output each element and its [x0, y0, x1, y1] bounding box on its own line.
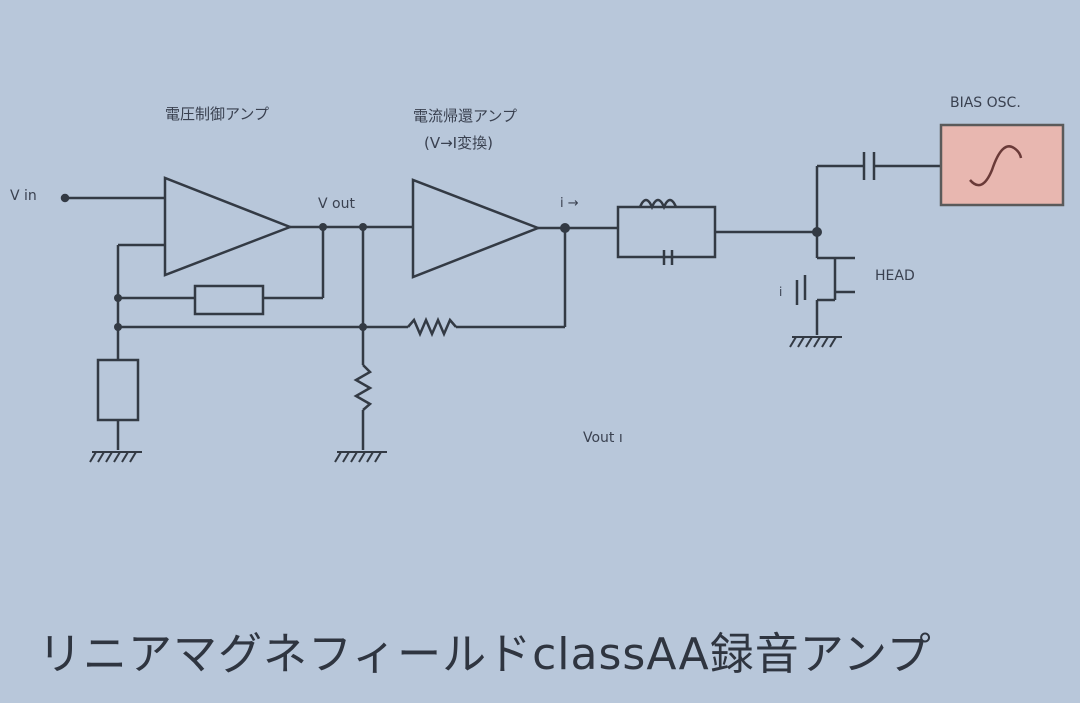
vin-wire [60, 193, 165, 203]
vin-label: V in [10, 188, 37, 204]
i-small-label: i [779, 285, 783, 299]
amp2-sub-label: (V→I変換) [424, 134, 493, 152]
sine-wave-icon [969, 145, 1023, 187]
vout-bottom-label: Vout ı [583, 430, 623, 446]
voltage-control-amp [163, 176, 294, 277]
wires [96, 152, 940, 450]
bias-osc-label: BIAS OSC. [950, 95, 1021, 111]
amp1-label: 電圧制御アンプ [165, 105, 269, 123]
current-feedback-amp [411, 178, 542, 279]
head-label: HEAD [875, 268, 915, 284]
bias-oscillator [939, 123, 1065, 207]
ground-symbols [89, 336, 842, 463]
amp2-label: 電流帰還アンプ [413, 107, 517, 125]
vout-label: V out [318, 196, 355, 212]
diagram-title: リニアマグネフィールドclassAA録音アンプ [38, 629, 932, 680]
current-label: i → [560, 196, 579, 211]
junctions [114, 223, 822, 331]
